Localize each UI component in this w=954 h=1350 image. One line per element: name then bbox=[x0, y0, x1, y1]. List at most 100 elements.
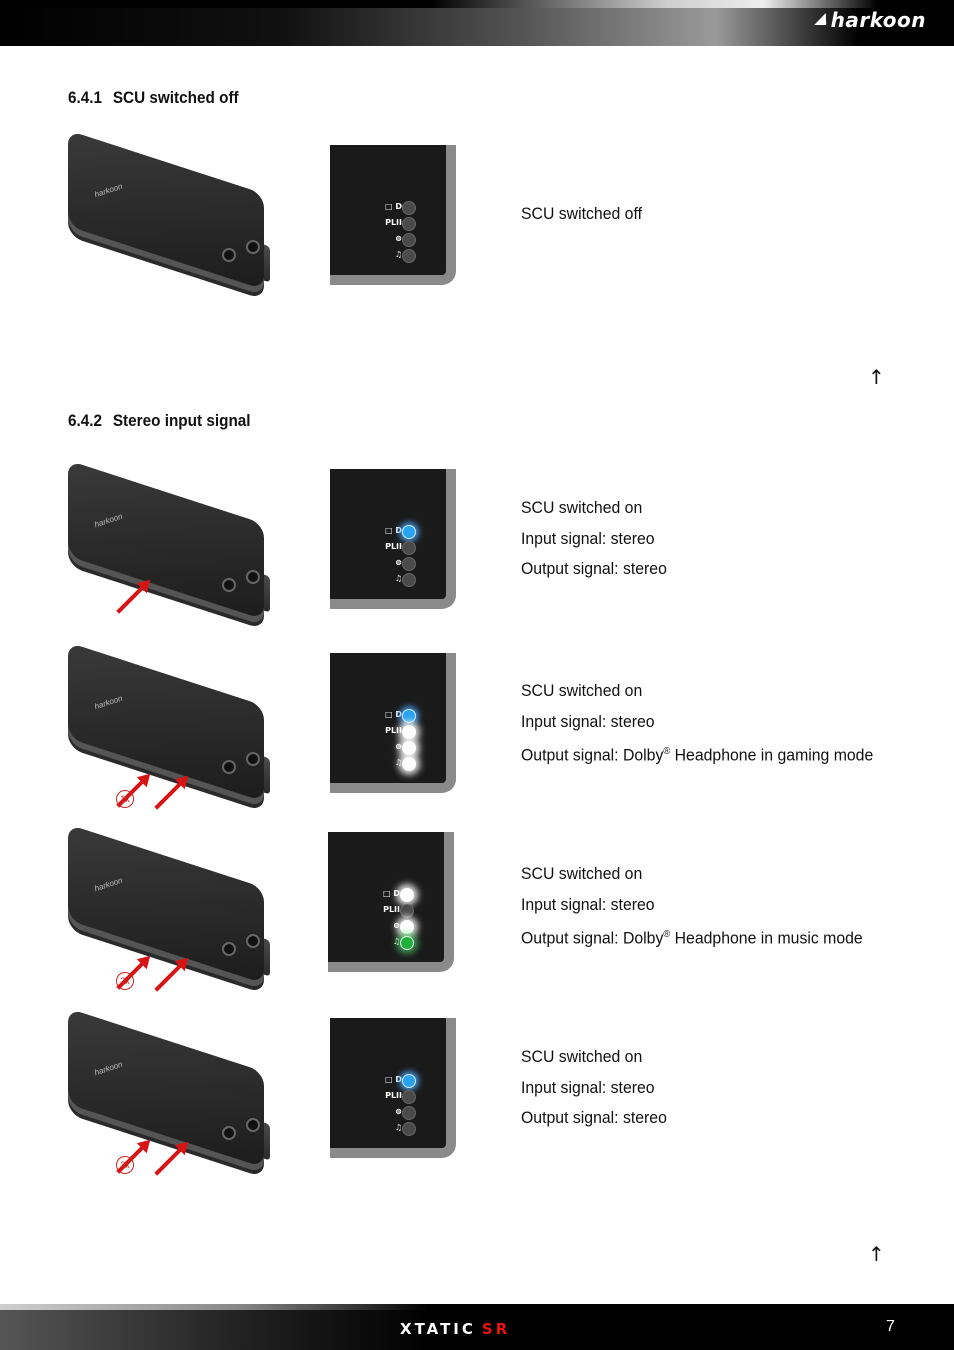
description-line: SCU switched on bbox=[521, 681, 643, 700]
description-line: Input signal: stereo bbox=[521, 711, 655, 731]
device-top bbox=[68, 642, 264, 802]
description-line: SCU switched on bbox=[521, 1047, 643, 1066]
registered-mark: ® bbox=[663, 746, 671, 757]
led-label-music: ♫ bbox=[392, 937, 400, 946]
led-pl2-icon bbox=[400, 904, 414, 918]
section-heading-641: 6.4.1 SCU switched off bbox=[68, 88, 239, 108]
led-power-icon bbox=[402, 201, 416, 215]
press-count-badge: 2x bbox=[116, 972, 134, 990]
led-label-power: □ D bbox=[385, 1075, 402, 1084]
led-row: ⊜ bbox=[330, 1106, 450, 1120]
led-label-music: ♫ bbox=[394, 250, 402, 259]
led-panel: □ D PLII ⊜ ♫ bbox=[330, 145, 456, 285]
led-row: ♫ bbox=[330, 249, 450, 263]
led-panel: □ D PLII ⊜ ♫ bbox=[330, 469, 456, 609]
line-part: Output signal: Dolby bbox=[521, 745, 664, 765]
led-pl2-icon bbox=[402, 1090, 416, 1104]
led-label-game: ⊜ bbox=[395, 234, 402, 243]
led-label-pl2: PLII bbox=[385, 218, 402, 227]
led-row: PLII bbox=[330, 1090, 450, 1104]
section-number: 6.4.2 bbox=[68, 411, 103, 430]
led-row: ⊜ bbox=[328, 920, 448, 934]
led-row: ⊜ bbox=[330, 557, 450, 571]
led-label-pl2: PLII bbox=[385, 1091, 402, 1100]
device-top bbox=[68, 460, 264, 620]
led-row: ♫ bbox=[330, 573, 450, 587]
registered-mark: ® bbox=[663, 929, 671, 940]
device-top bbox=[68, 130, 264, 290]
led-label-game: ⊜ bbox=[395, 558, 402, 567]
jack-icon bbox=[222, 760, 236, 774]
led-power-icon bbox=[402, 1074, 416, 1088]
press-count-badge: 1x bbox=[116, 790, 134, 808]
section-heading-642: 6.4.2 Stereo input signal bbox=[68, 411, 251, 431]
jack-icon bbox=[246, 752, 260, 766]
arrow-up-icon[interactable]: ↑ bbox=[868, 1242, 885, 1266]
scu-device-image: harkoon bbox=[64, 458, 274, 626]
led-row: □ D bbox=[330, 201, 450, 215]
led-music-icon bbox=[402, 1122, 416, 1136]
press-count-badge: 3x bbox=[116, 1156, 134, 1174]
arrow-up-icon[interactable]: ↑ bbox=[868, 365, 885, 389]
jack-icon bbox=[246, 570, 260, 584]
led-row: ♫ bbox=[328, 936, 448, 950]
status-description: SCU switched off bbox=[521, 199, 642, 230]
led-label-power: □ D bbox=[385, 710, 402, 719]
led-label-music: ♫ bbox=[394, 574, 402, 583]
led-game-icon bbox=[402, 1106, 416, 1120]
jack-icon bbox=[222, 942, 236, 956]
led-music-icon bbox=[402, 249, 416, 263]
led-game-icon bbox=[400, 920, 414, 934]
jack-icon bbox=[222, 578, 236, 592]
led-label-game: ⊜ bbox=[395, 742, 402, 751]
led-label-game: ⊜ bbox=[393, 921, 400, 930]
led-power-icon bbox=[402, 525, 416, 539]
description-line: SCU switched on bbox=[521, 498, 643, 517]
led-music-icon bbox=[402, 757, 416, 771]
description-line: Input signal: stereo bbox=[521, 528, 655, 548]
led-music-icon bbox=[402, 573, 416, 587]
led-row: PLII bbox=[328, 904, 448, 918]
led-music-icon bbox=[400, 936, 414, 950]
led-row: ⊜ bbox=[330, 233, 450, 247]
line-part: Output signal: Dolby bbox=[521, 928, 664, 948]
led-row: PLII bbox=[330, 725, 450, 739]
section-title: SCU switched off bbox=[112, 88, 239, 107]
led-panel: □ D PLII ⊜ ♫ bbox=[330, 653, 456, 793]
section-title: Stereo input signal bbox=[112, 411, 251, 430]
scu-device-image: harkoon bbox=[64, 1006, 274, 1174]
led-row: □ D bbox=[330, 1074, 450, 1088]
led-label-power: □ D bbox=[383, 889, 400, 898]
jack-icon bbox=[246, 240, 260, 254]
description-line: Input signal: stereo bbox=[521, 1077, 655, 1097]
description-line: Output signal: stereo bbox=[521, 1108, 667, 1127]
description-line: Output signal: Dolby® Headphone in gamin… bbox=[521, 737, 873, 771]
led-label-power: □ D bbox=[385, 526, 402, 535]
led-game-icon bbox=[402, 233, 416, 247]
led-row: □ D bbox=[330, 709, 450, 723]
led-panel: □ D PLII ⊜ ♫ bbox=[328, 832, 454, 972]
led-row: PLII bbox=[330, 217, 450, 231]
led-label-music: ♫ bbox=[394, 758, 402, 767]
device-top bbox=[68, 1008, 264, 1168]
led-row: ⊜ bbox=[330, 741, 450, 755]
scu-device-image: harkoon bbox=[64, 640, 274, 808]
led-row: ♫ bbox=[330, 757, 450, 771]
led-pl2-icon bbox=[402, 541, 416, 555]
led-row: □ D bbox=[330, 525, 450, 539]
page-number: 7 bbox=[886, 1318, 895, 1335]
led-label-music: ♫ bbox=[394, 1123, 402, 1132]
led-label-pl2: PLII bbox=[385, 542, 402, 551]
device-top bbox=[68, 824, 264, 984]
led-power-icon bbox=[402, 709, 416, 723]
scu-device-image: harkoon bbox=[64, 822, 274, 990]
section-number: 6.4.1 bbox=[68, 88, 103, 107]
description-line: SCU switched on bbox=[521, 864, 643, 883]
led-panel: □ D PLII ⊜ ♫ bbox=[330, 1018, 456, 1158]
jack-icon bbox=[222, 248, 236, 262]
footer-stripe bbox=[0, 1304, 954, 1310]
